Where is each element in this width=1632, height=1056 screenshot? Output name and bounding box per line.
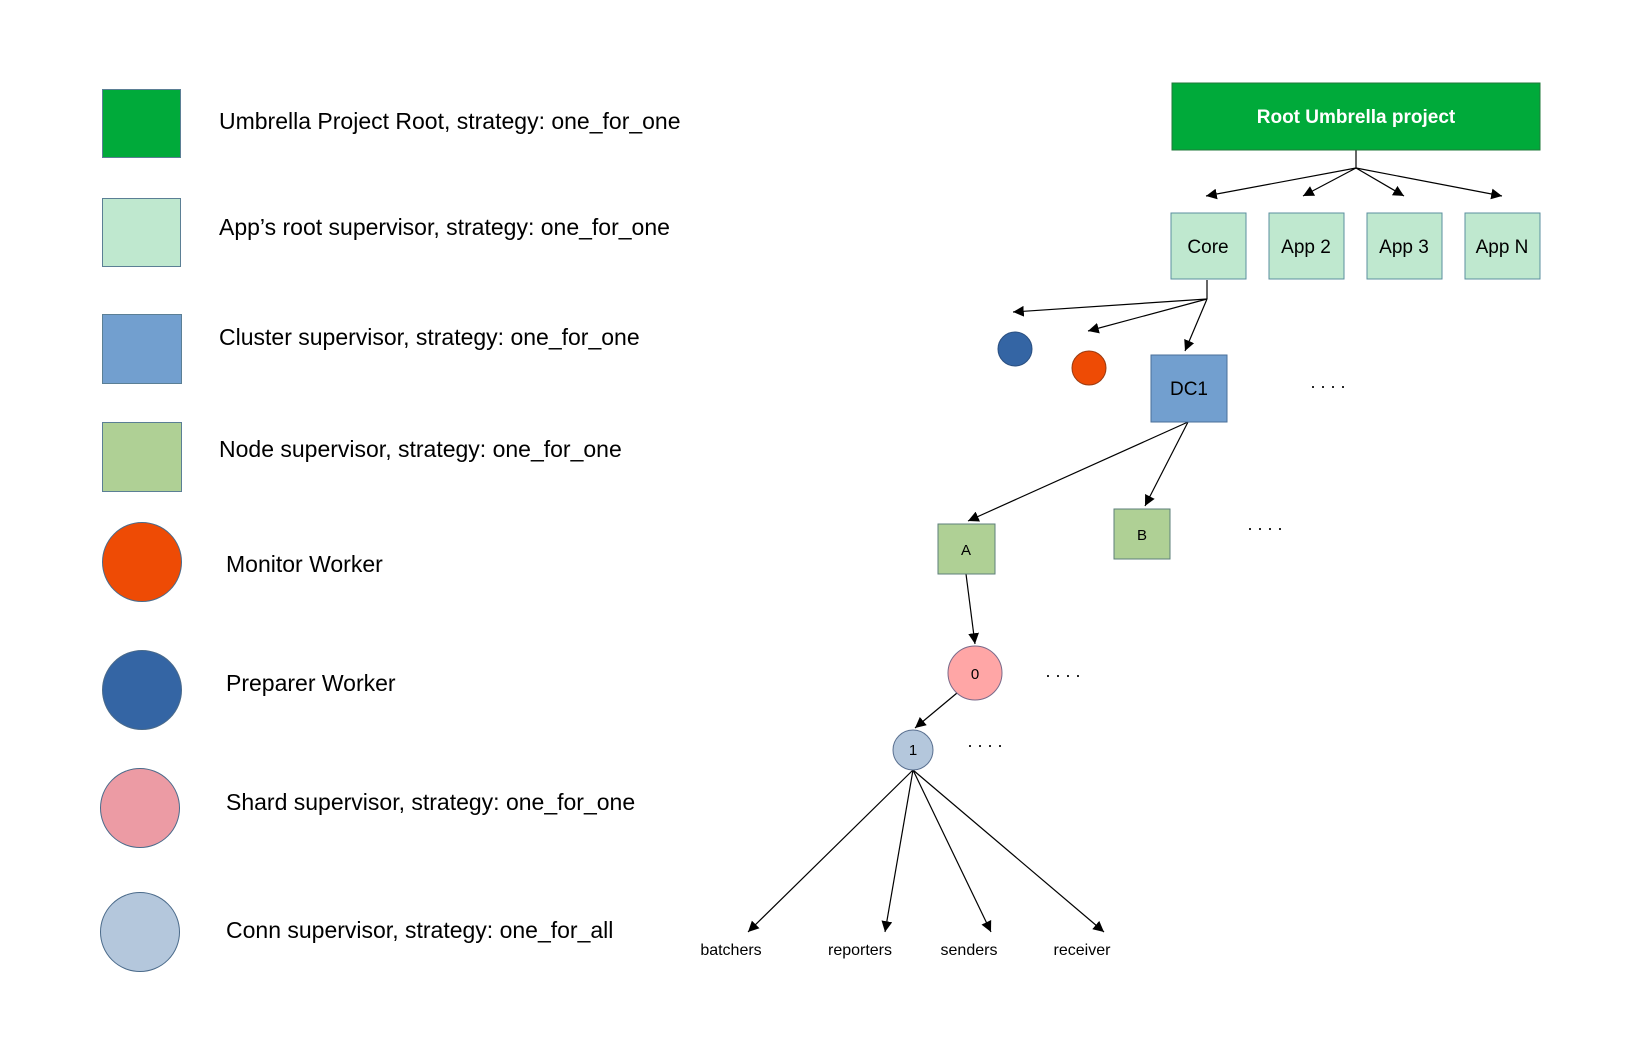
cluster-label: DC1	[1170, 379, 1208, 400]
ellipsis-conn: . . . .	[967, 731, 1002, 751]
legend-label-shard: Shard supervisor, strategy: one_for_one	[226, 789, 636, 815]
root-box	[1171, 82, 1541, 151]
node-box-b	[1113, 508, 1171, 560]
legend-swatch-shard	[100, 768, 180, 848]
leaf-labels: batchers reporters senders receiver	[700, 942, 1111, 959]
conn-circle	[892, 729, 934, 771]
conn-label: 1	[909, 742, 917, 759]
node-shard: 0	[947, 645, 1003, 701]
edge-conn-senders	[912, 769, 992, 933]
leaf-label-senders: senders	[941, 942, 998, 959]
legend-label-root: Umbrella Project Root, strategy: one_for…	[219, 108, 681, 134]
legend-swatch-root	[102, 89, 181, 158]
edge-core-preparer	[1012, 298, 1208, 317]
edge-root-app2	[1302, 167, 1357, 197]
ellipsis-nodes: . . . .	[1247, 514, 1282, 534]
legend-swatch-app	[102, 198, 181, 267]
legend-label-node: Node supervisor, strategy: one_for_one	[219, 436, 622, 462]
legend-swatch-node	[102, 422, 182, 492]
ellipsis-cluster: . . . .	[1310, 372, 1345, 392]
node-supervisors: A B	[937, 508, 1171, 575]
shard-label: 0	[971, 666, 979, 683]
monitor-worker-circle	[1071, 350, 1107, 386]
legend-swatch-preparer	[102, 650, 182, 730]
edge-core-dc1	[1184, 298, 1208, 352]
node-box-a	[937, 523, 996, 575]
app-nodes: Core App 2 App 3 App N	[1170, 212, 1541, 280]
app-box-app2	[1268, 212, 1345, 280]
app-label-appn: App N	[1476, 237, 1529, 258]
edge-dc1-b	[1144, 421, 1189, 507]
edge-dc1-a	[967, 421, 1189, 522]
legend-label-monitor: Monitor Worker	[226, 551, 383, 577]
edge-core-monitor	[1087, 298, 1208, 334]
app-box-core	[1170, 212, 1247, 280]
edge-a-shard	[965, 573, 979, 645]
legend-label-app: App’s root supervisor, strategy: one_for…	[219, 214, 670, 240]
node-root: Root Umbrella project	[1171, 82, 1541, 151]
edges	[747, 150, 1503, 933]
node-label-a: A	[961, 542, 971, 559]
legend-label-cluster: Cluster supervisor, strategy: one_for_on…	[219, 324, 640, 350]
legend-swatch-cluster	[102, 314, 182, 384]
edge-root-appn	[1355, 167, 1503, 200]
app-box-appn	[1464, 212, 1541, 280]
edge-conn-receiver	[912, 769, 1105, 933]
edge-shard-conn	[914, 692, 958, 729]
legend-label-conn: Conn supervisor, strategy: one_for_all	[226, 917, 614, 943]
preparer-worker-circle	[997, 331, 1033, 367]
leaf-label-receiver: receiver	[1054, 942, 1112, 959]
app-label-core: Core	[1187, 237, 1228, 258]
node-cluster: DC1	[1150, 354, 1228, 423]
node-conn: 1	[892, 729, 934, 771]
legend-swatch-conn	[100, 892, 180, 972]
app-label-app3: App 3	[1379, 237, 1429, 258]
app-box-app3	[1366, 212, 1443, 280]
cluster-box	[1150, 354, 1228, 423]
leaf-label-batchers: batchers	[700, 942, 761, 959]
root-label: Root Umbrella project	[1257, 107, 1456, 128]
edge-root-app3	[1355, 167, 1405, 197]
ellipsis-shard: . . . .	[1045, 661, 1080, 681]
node-label-b: B	[1137, 527, 1147, 544]
leaf-label-reporters: reporters	[828, 942, 892, 959]
app-label-app2: App 2	[1281, 237, 1331, 258]
legend-swatch-monitor	[102, 522, 182, 602]
legend-label-preparer: Preparer Worker	[226, 670, 396, 696]
edge-root-core	[1205, 167, 1357, 200]
edge-conn-reporters	[881, 769, 914, 933]
shard-circle	[947, 645, 1003, 701]
edge-conn-batchers	[747, 769, 914, 933]
